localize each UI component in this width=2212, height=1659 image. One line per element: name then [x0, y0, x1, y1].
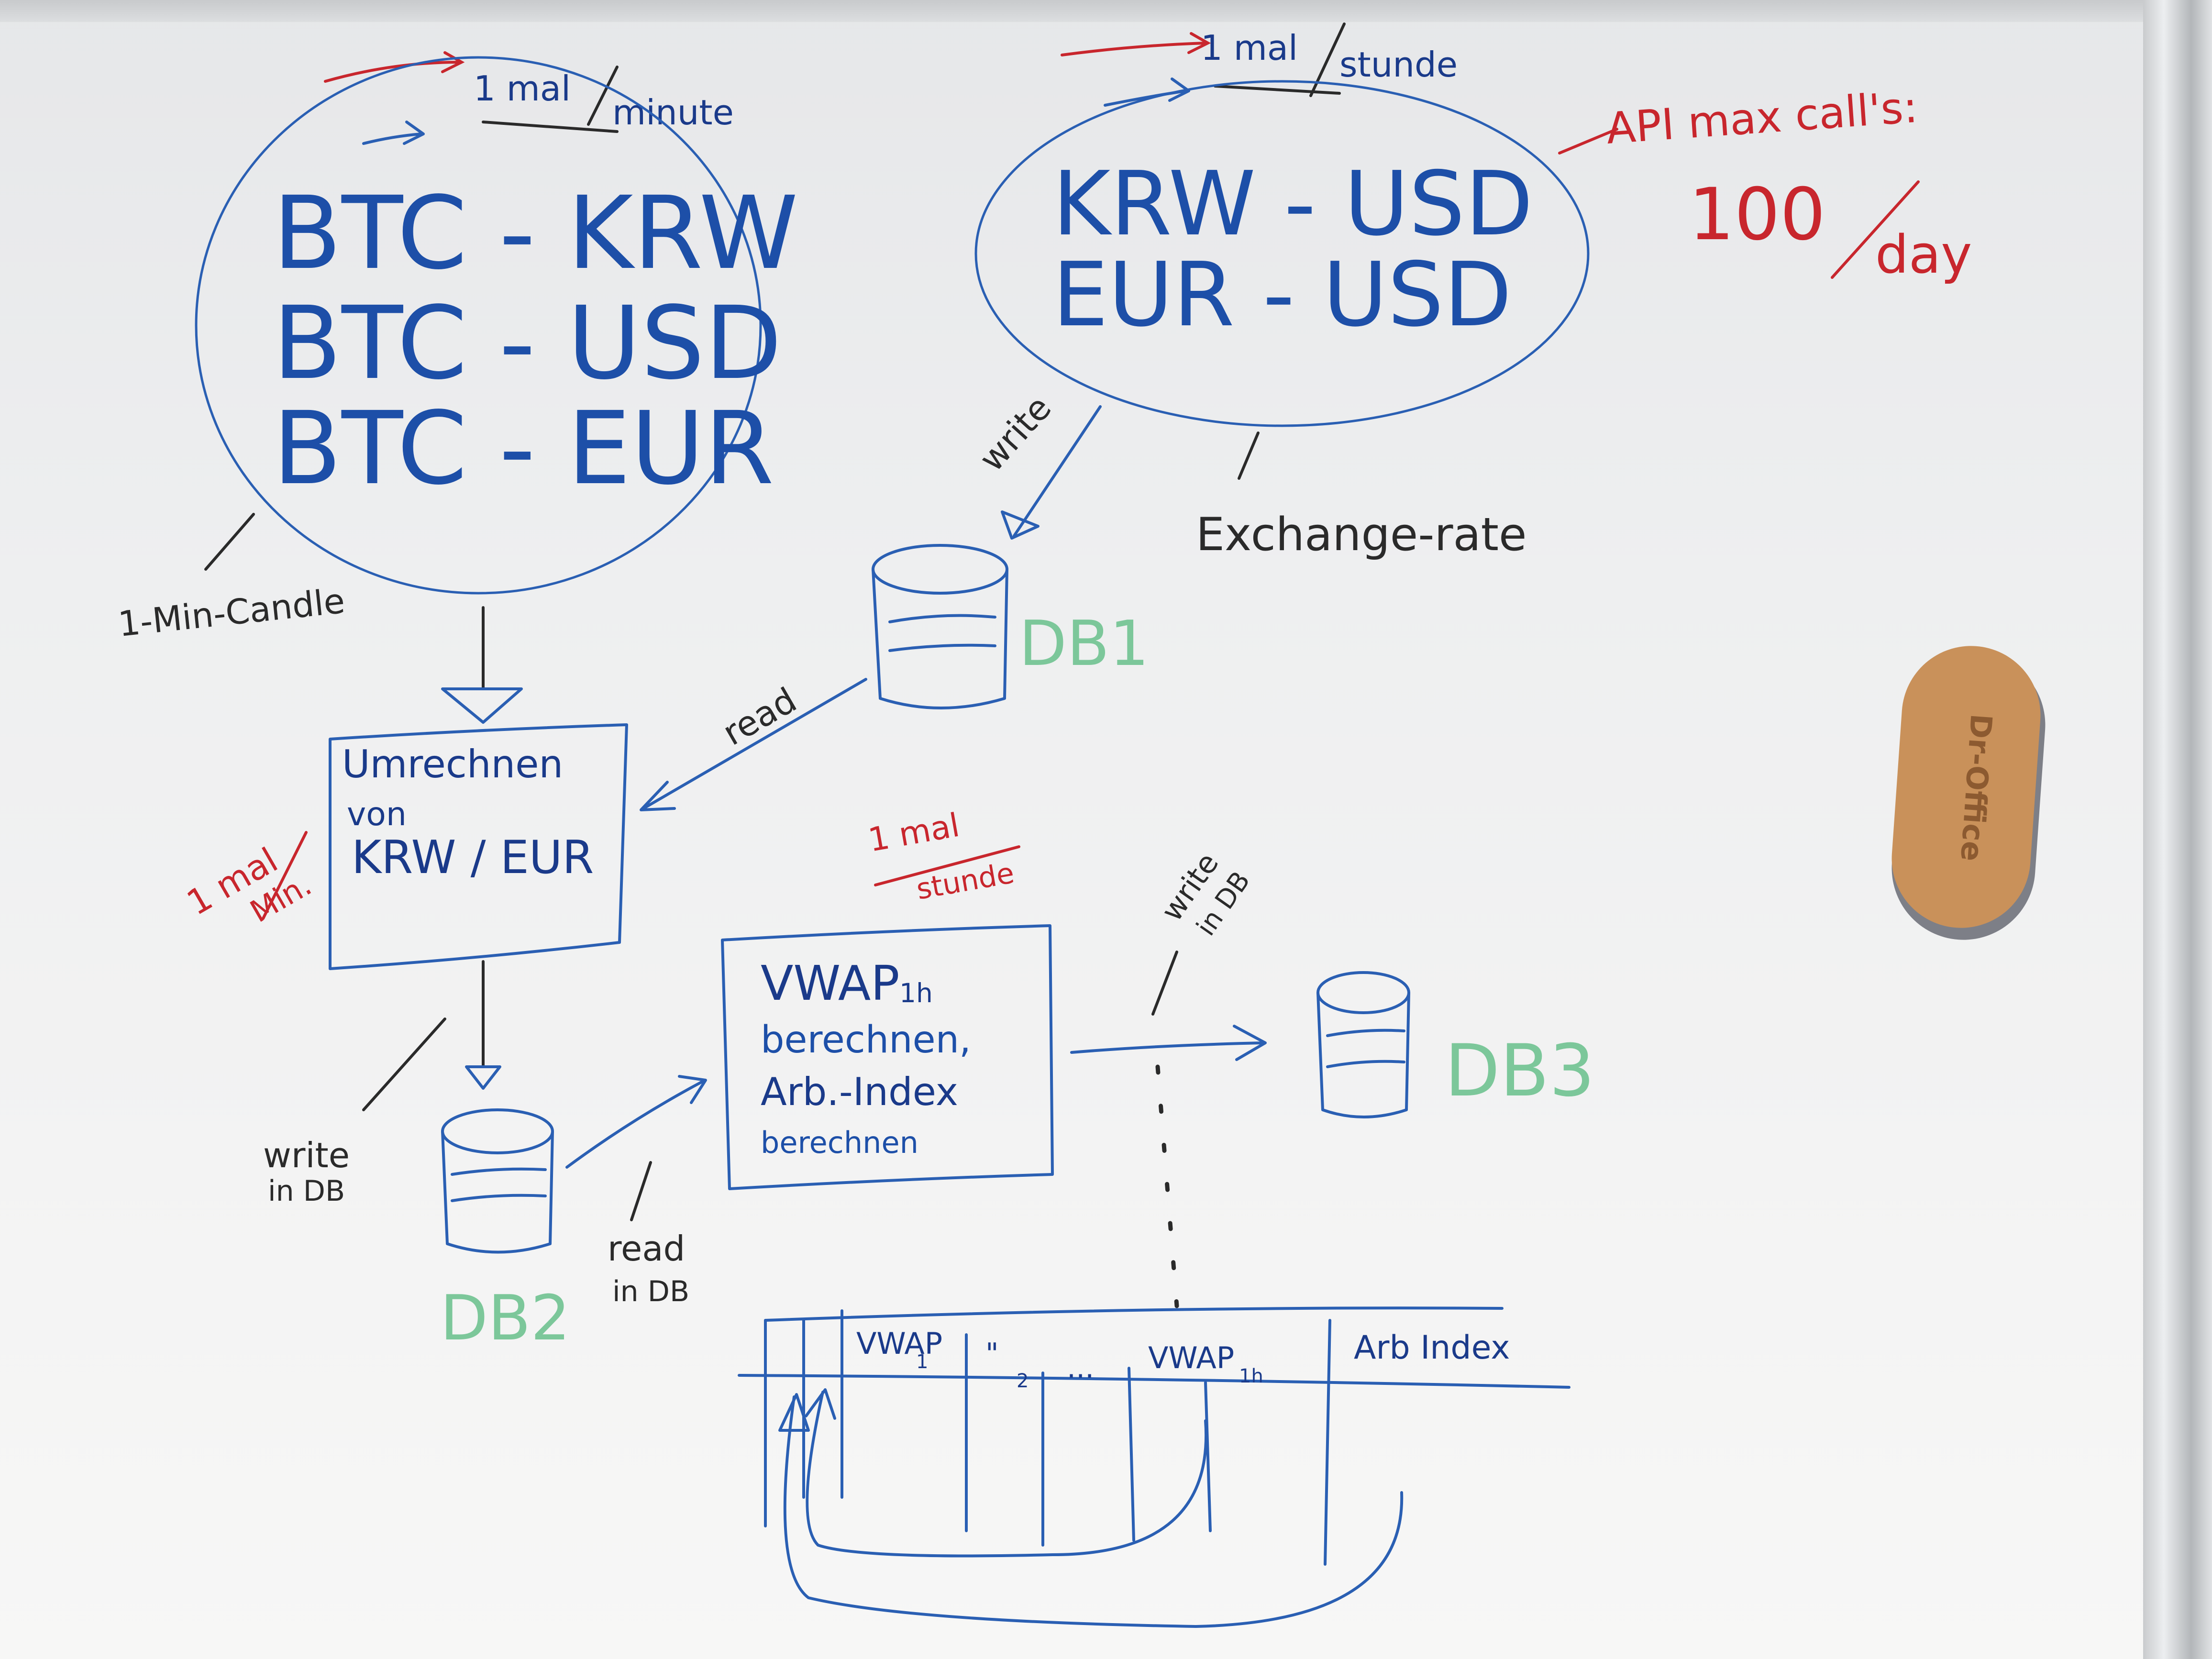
convert-line1: Umrechnen — [342, 742, 563, 786]
db3-group: DB3 — [1316, 971, 1595, 1118]
db2-write-leader — [362, 1018, 446, 1111]
exchange-frequency-bottom: stunde — [1339, 44, 1458, 85]
table-col2-header: " — [985, 1337, 999, 1371]
pair-btc-krw: BTC - KRW — [273, 175, 798, 292]
candle-frequency-bottom: minute — [612, 92, 734, 133]
table-col3-header: ... — [1067, 1351, 1094, 1385]
api-note-value: 100 — [1689, 173, 1825, 256]
vwap-line1: VWAP — [761, 955, 900, 1011]
index-table: VWAP 1 " 2 ... VWAP 1h Arb Index — [738, 1306, 1571, 1628]
candle-label: 1-Min-Candle — [116, 581, 347, 644]
exchange-frequency-slash — [1309, 22, 1346, 97]
db3-label: DB3 — [1445, 1029, 1595, 1113]
frequency-slash — [587, 66, 619, 126]
convert-frequency-slash — [262, 831, 308, 920]
db2-to-vwap-arrow — [565, 1075, 707, 1169]
db2-cylinder-icon — [441, 1108, 554, 1254]
convert-process: Umrechnen von KRW / EUR 1 mal Min. — [180, 606, 628, 1090]
table-col-line-6 — [1128, 1367, 1135, 1542]
eraser-cork-body — [1891, 646, 2041, 928]
table-col-line-8 — [1324, 1319, 1331, 1566]
api-note-title: API max call's: — [1604, 82, 1919, 154]
table-col4-sub: 1h — [1239, 1365, 1263, 1387]
table-loop-arrow-outer — [778, 1393, 1404, 1628]
exchange-frequency-underline — [1214, 85, 1341, 95]
table-col-line-7 — [1204, 1381, 1212, 1532]
candle-pairs-ellipse — [195, 56, 762, 595]
db2-write-label-1: write — [263, 1135, 350, 1175]
db2-read-label-1: read — [608, 1228, 685, 1269]
db3-cylinder-icon — [1316, 971, 1410, 1118]
db3-write-leader — [1151, 951, 1178, 1016]
table-col5-header: Arb Index — [1354, 1329, 1510, 1367]
exchange-pairs-ellipse — [974, 80, 1590, 427]
candle-frequency-top: 1 mal — [474, 68, 571, 109]
exchange-label-leader — [1238, 431, 1260, 480]
candle-to-convert-arrowhead — [441, 687, 523, 724]
vwap-frequency-underline — [874, 845, 1020, 886]
vwap-frequency-bottom: stunde — [914, 856, 1017, 907]
api-note-slash — [1831, 180, 1920, 279]
frequency-arrow-red-left — [324, 51, 465, 83]
vwap-line4: berechnen — [761, 1125, 918, 1160]
pair-btc-usd: BTC - USD — [273, 285, 782, 402]
eraser-object: Dr-Office — [1891, 646, 2046, 940]
db2-read-leader — [630, 1161, 652, 1221]
db1-cylinder-icon — [872, 544, 1008, 709]
db2-read-label-2: in DB — [612, 1275, 689, 1308]
convert-box — [329, 723, 628, 970]
whiteboard-frame-right — [2143, 0, 2212, 1659]
api-limit-note: API max call's: 100 day — [1558, 82, 1972, 285]
api-note-unit: day — [1875, 224, 1972, 285]
table-col1-sub: 1 — [916, 1351, 928, 1373]
candle-label-leader — [204, 513, 255, 571]
db2-write-label-2: in DB — [268, 1174, 345, 1208]
convert-line3: KRW / EUR — [352, 831, 594, 884]
table-header-top-line — [764, 1306, 1504, 1322]
vwap-to-db3-arrow — [1070, 1025, 1267, 1061]
frequency-arrow-red-right — [1061, 32, 1211, 56]
api-note-leader — [1558, 128, 1618, 155]
db1-write-label: write — [971, 388, 1059, 479]
db2-group: DB2 write in DB read in DB — [263, 1018, 707, 1354]
vwap-process: 1 mal stunde VWAP 1h berechnen, Arb.-Ind… — [721, 807, 1267, 1308]
vwap-to-table-dotted-line — [1155, 1064, 1179, 1308]
table-col4-header: VWAP — [1148, 1340, 1234, 1375]
pair-krw-usd: KRW - USD — [1052, 152, 1533, 255]
vwap-line1-sub: 1h — [899, 978, 933, 1008]
exchange-rate-cluster: 1 mal stunde KRW - USD EUR - USD Exchang… — [974, 22, 1590, 561]
vwap-frequency-top: 1 mal — [865, 807, 962, 860]
convert-to-db2-arrowhead — [465, 1065, 501, 1090]
whiteboard-frame-top — [0, 0, 2143, 22]
db1-label: DB1 — [1019, 607, 1149, 680]
candle-cluster: 1 mal minute BTC - KRW BTC - USD BTC - E… — [116, 51, 798, 644]
table-header-bottom-line — [738, 1374, 1571, 1389]
frequency-arrow-blue-left — [362, 121, 425, 145]
table-loop-arrow-inner — [805, 1388, 1208, 1558]
frequency-underline — [482, 121, 619, 133]
pair-eur-usd: EUR - USD — [1052, 243, 1512, 346]
convert-line2: von — [347, 796, 407, 833]
read-arrow-from-db1 — [640, 678, 867, 811]
write-arrow-to-db1 — [1001, 405, 1102, 540]
vwap-line3: Arb.-Index — [761, 1070, 958, 1114]
table-col2-sub: 2 — [1017, 1370, 1029, 1392]
exchange-label: Exchange-rate — [1196, 509, 1526, 561]
table-col1-header: VWAP — [856, 1326, 942, 1361]
vwap-box — [721, 924, 1054, 1190]
vwap-line2: berechnen, — [761, 1018, 971, 1062]
exchange-frequency-top: 1 mal — [1201, 28, 1298, 68]
pair-btc-eur: BTC - EUR — [273, 390, 774, 507]
db2-label: DB2 — [440, 1282, 570, 1354]
